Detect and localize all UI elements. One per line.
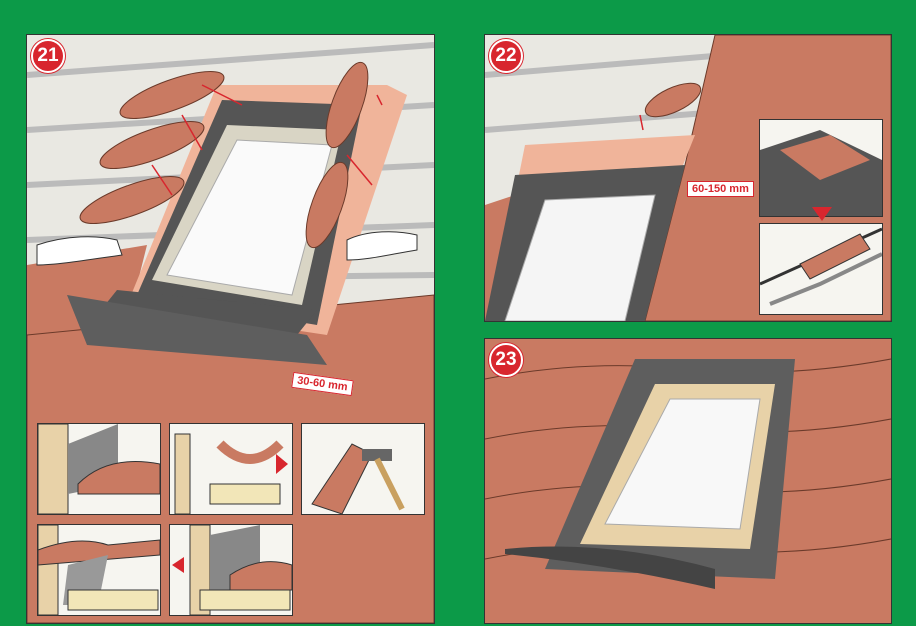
hand-left xyxy=(36,236,123,266)
detail-inset-2 xyxy=(169,423,293,515)
detail-inset-section xyxy=(759,223,883,315)
step-number-badge: 21 xyxy=(31,39,65,73)
window-glass xyxy=(504,194,656,321)
direction-arrows xyxy=(151,84,383,196)
window-glass xyxy=(604,398,761,530)
bottom-flashing xyxy=(97,290,317,335)
apron-flashing xyxy=(505,546,715,589)
step-number-badge: 22 xyxy=(489,39,523,73)
detail-inset-5 xyxy=(169,524,293,616)
step-number-badge: 23 xyxy=(489,343,523,377)
measurement-label: 60-150 mm xyxy=(687,181,754,197)
step-23-panel: 23 xyxy=(484,338,892,624)
arrow-down-icon xyxy=(812,207,832,221)
hand-right xyxy=(346,231,418,261)
detail-inset-profile xyxy=(759,119,883,217)
step-21-panel: 21 30-60 mm xyxy=(26,34,435,624)
apron-flashing xyxy=(67,295,327,365)
detail-inset-3 xyxy=(301,423,425,515)
step-23-illustration xyxy=(485,339,891,623)
loose-tiles xyxy=(79,61,369,249)
step-22-panel: 22 60-150 mm xyxy=(484,34,892,322)
window-glass xyxy=(166,139,333,296)
detail-inset-1 xyxy=(37,423,161,515)
detail-inset-4 xyxy=(37,524,161,616)
loose-tile xyxy=(644,82,702,118)
